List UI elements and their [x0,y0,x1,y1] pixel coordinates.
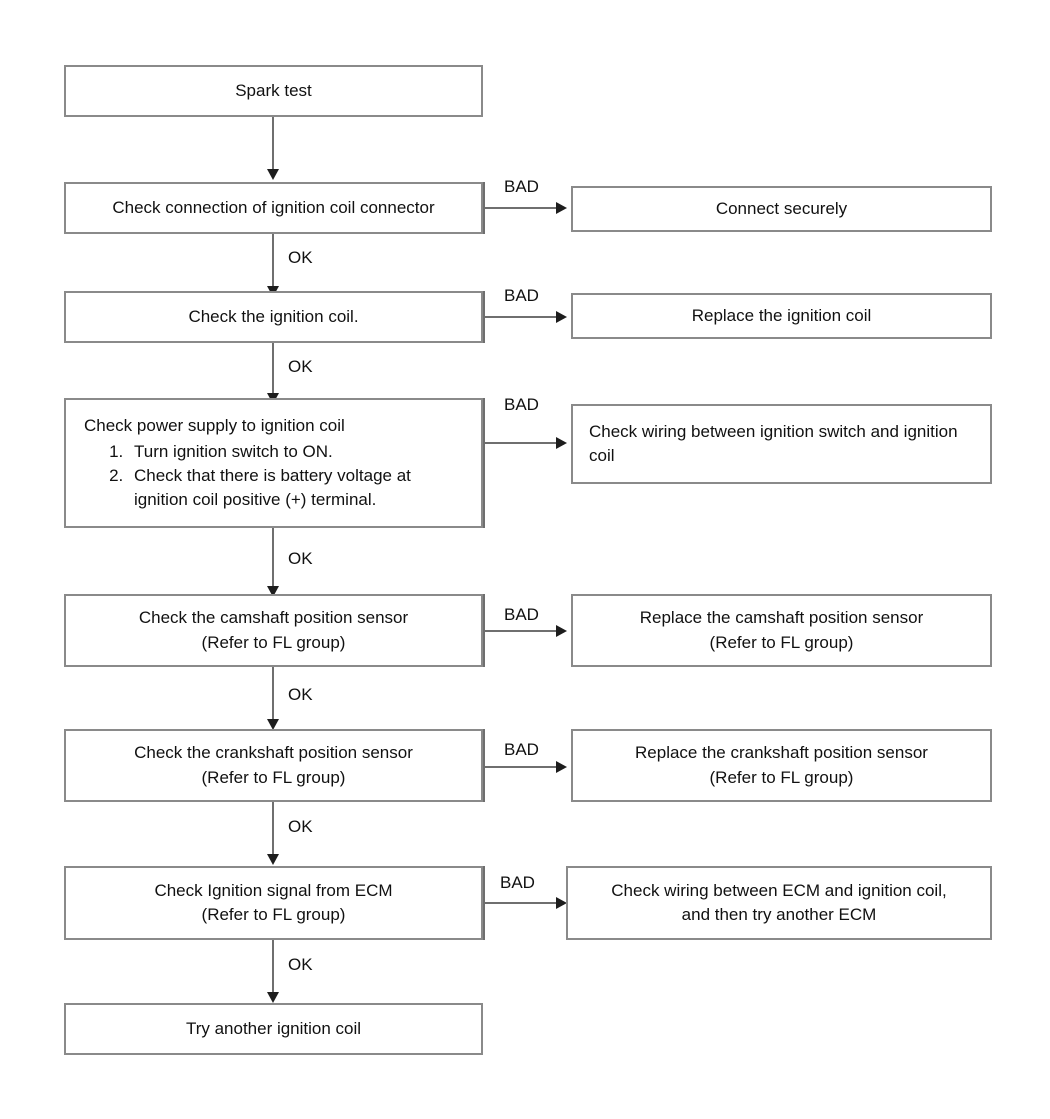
edge-label-ok-3: OK [288,549,313,568]
node-check-ignition-signal-ecm-label: Check Ignition signal from ECM (Refer to… [154,880,393,924]
node-check-crankshaft-sensor[interactable]: Check the crankshaft position sensor (Re… [64,729,483,802]
node-check-wiring-ecm[interactable]: Check wiring between ECM and ignition co… [566,866,992,940]
connector-step3-bad [483,442,557,444]
list-item: Turn ignition switch to ON. [128,440,463,464]
node-check-ignition-signal-ecm[interactable]: Check Ignition signal from ECM (Refer to… [64,866,483,940]
node-check-wiring-ignition-switch[interactable]: Check wiring between ignition switch and… [571,404,992,484]
node-spark-test-label: Spark test [235,80,312,100]
node-check-camshaft-sensor-label: Check the camshaft position sensor (Refe… [138,608,409,652]
node-check-ignition-coil[interactable]: Check the ignition coil. [64,291,483,343]
edge-label-ok-4: OK [288,685,313,704]
node-replace-camshaft-sensor[interactable]: Replace the camshaft position sensor (Re… [571,594,992,667]
node-replace-crankshaft-sensor[interactable]: Replace the crankshaft position sensor (… [571,729,992,802]
connector-step2-to-step3 [272,343,274,397]
connector-step3-bad-stub [483,398,485,528]
node-check-connector-label: Check connection of ignition coil connec… [112,197,435,217]
edge-label-bad-3: BAD [504,395,539,414]
node-check-power-supply-steps: Turn ignition switch to ON. Check that t… [84,440,463,512]
node-replace-crankshaft-sensor-label: Replace the crankshaft position sensor (… [635,743,928,787]
arrowhead-step3-bad [556,437,567,449]
arrowhead-step5-bad [556,761,567,773]
edge-label-bad-5: BAD [504,740,539,759]
edge-label-bad-6: BAD [500,873,535,892]
node-replace-camshaft-sensor-label: Replace the camshaft position sensor (Re… [639,608,924,652]
node-check-wiring-ecm-label: Check wiring between ECM and ignition co… [611,880,947,924]
node-replace-ignition-coil-label: Replace the ignition coil [691,305,872,325]
node-check-power-supply-title: Check power supply to ignition coil [84,416,345,435]
node-check-ignition-coil-label: Check the ignition coil. [188,306,359,326]
edge-label-ok-5: OK [288,817,313,836]
arrowhead-step6-bad [556,897,567,909]
node-check-crankshaft-sensor-label: Check the crankshaft position sensor (Re… [134,743,413,787]
edge-label-bad-4: BAD [504,605,539,624]
connector-step1-to-step2 [272,234,274,288]
node-check-wiring-ignition-switch-label: Check wiring between ignition switch and… [589,421,958,465]
node-check-connector[interactable]: Check connection of ignition coil connec… [64,182,483,234]
list-item: Check that there is battery voltage at i… [128,464,463,512]
arrowhead-step3-to-step4 [267,586,279,597]
node-connect-securely-label: Connect securely [715,198,848,218]
connector-step4-bad [483,630,557,632]
node-check-camshaft-sensor[interactable]: Check the camshaft position sensor (Refe… [64,594,483,667]
edge-label-ok-6: OK [288,955,313,974]
node-try-another-ignition-coil[interactable]: Try another ignition coil [64,1003,483,1055]
node-connect-securely[interactable]: Connect securely [571,186,992,232]
connector-step5-to-step6 [272,802,274,858]
edge-label-bad-2: BAD [504,286,539,305]
node-try-another-ignition-coil-label: Try another ignition coil [185,1018,362,1038]
arrowhead-step2-bad [556,311,567,323]
connector-step6-to-end [272,940,274,996]
connector-step4-to-step5 [272,667,274,723]
node-check-power-supply[interactable]: Check power supply to ignition coil Turn… [64,398,483,528]
edge-label-ok-2: OK [288,357,313,376]
arrowhead-step4-bad [556,625,567,637]
arrowhead-step1-bad [556,202,567,214]
connector-step3-to-step4 [272,528,274,590]
connector-step5-bad [483,766,557,768]
arrowhead-step5-to-step6 [267,854,279,865]
node-replace-ignition-coil[interactable]: Replace the ignition coil [571,293,992,339]
edge-label-bad-1: BAD [504,177,539,196]
edge-label-ok-1: OK [288,248,313,267]
connector-step2-bad [483,316,557,318]
connector-start-to-step1 [272,117,274,171]
arrowhead-step6-to-end [267,992,279,1003]
arrowhead-start-to-step1 [267,169,279,180]
connector-step6-bad [483,902,557,904]
arrowhead-step4-to-step5 [267,719,279,730]
connector-step5-bad-stub [483,729,485,802]
node-spark-test[interactable]: Spark test [64,65,483,117]
connector-step1-bad [483,207,557,209]
